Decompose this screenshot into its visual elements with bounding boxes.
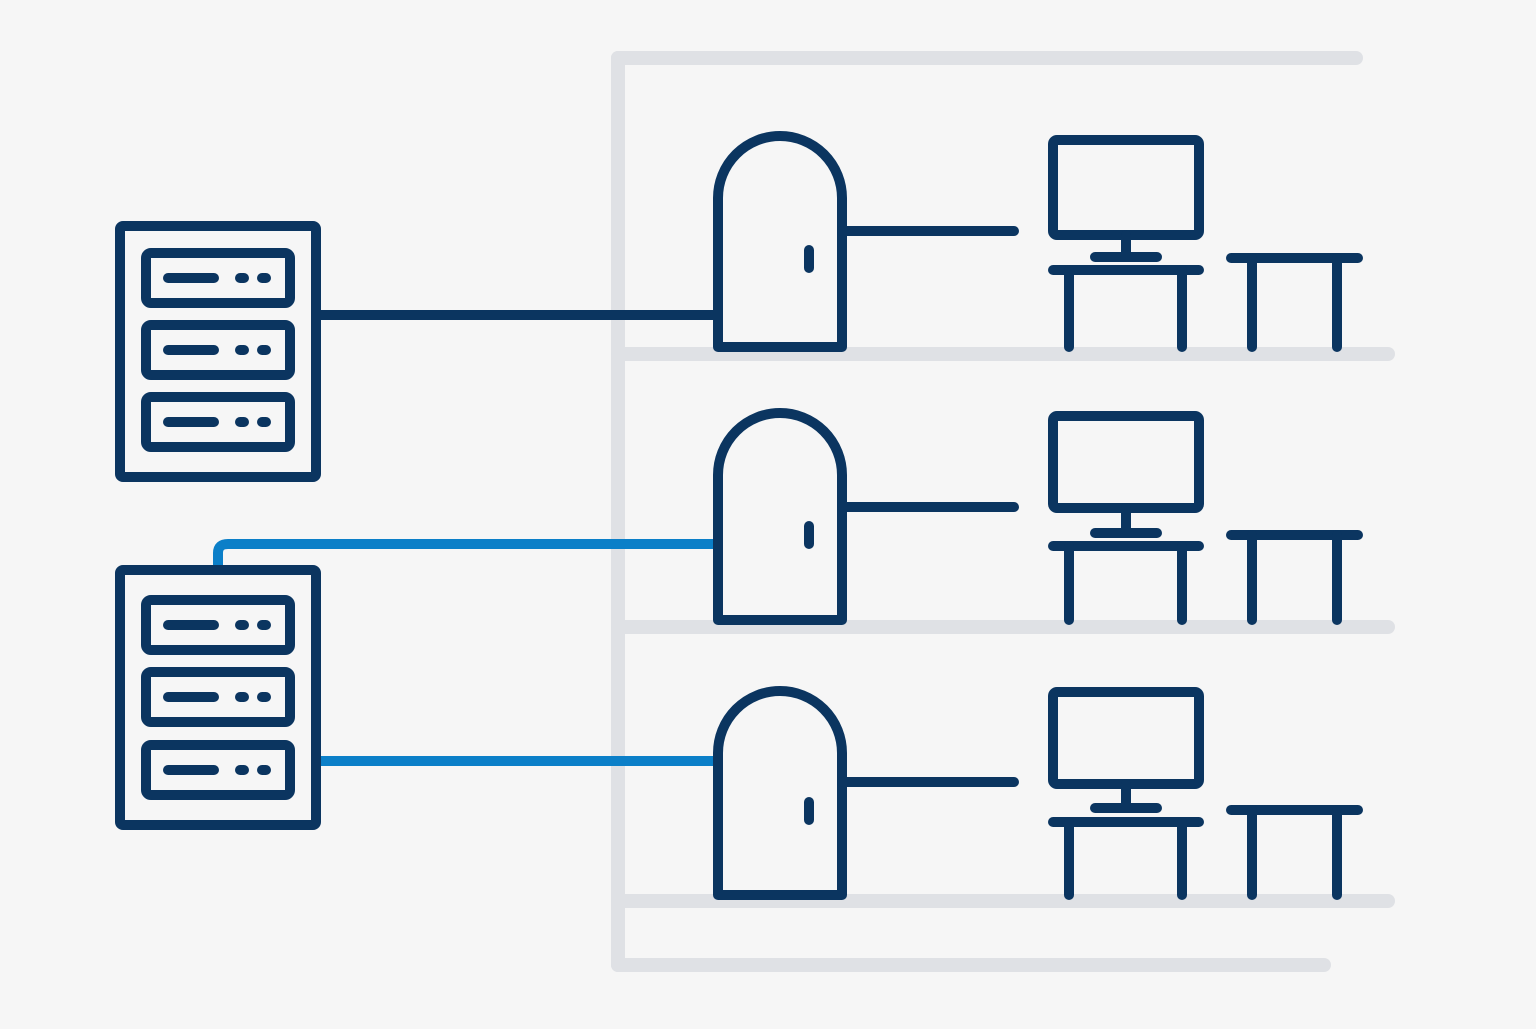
monitor <box>1048 135 1204 240</box>
server-unit <box>141 667 295 727</box>
door-icon <box>713 131 847 352</box>
monitor <box>1048 687 1204 789</box>
desk-computer-icon <box>1048 135 1204 352</box>
table-icon <box>1226 805 1363 900</box>
server-unit <box>141 740 295 800</box>
door-icon <box>713 408 847 625</box>
server-unit <box>141 320 295 380</box>
table-icon <box>1226 253 1363 352</box>
server-rack-icon <box>115 565 321 830</box>
door-icon <box>713 686 847 900</box>
server-unit <box>141 595 295 655</box>
server-rack-frame <box>115 565 321 830</box>
server-unit <box>141 248 295 308</box>
desk-computer-icon <box>1048 411 1204 625</box>
floor-1 <box>713 131 1363 352</box>
server-rack-icon <box>115 221 321 482</box>
floor-3 <box>713 686 1363 900</box>
desk-computer-icon <box>1048 687 1204 900</box>
floor-2 <box>713 408 1363 625</box>
uplink-cables <box>213 310 723 766</box>
server-rack-frame <box>115 221 321 482</box>
monitor <box>1048 411 1204 513</box>
server-unit <box>141 392 295 452</box>
building-structure <box>611 51 1395 972</box>
table-icon <box>1226 530 1363 625</box>
uplink-cable-floor-2 <box>213 539 723 572</box>
